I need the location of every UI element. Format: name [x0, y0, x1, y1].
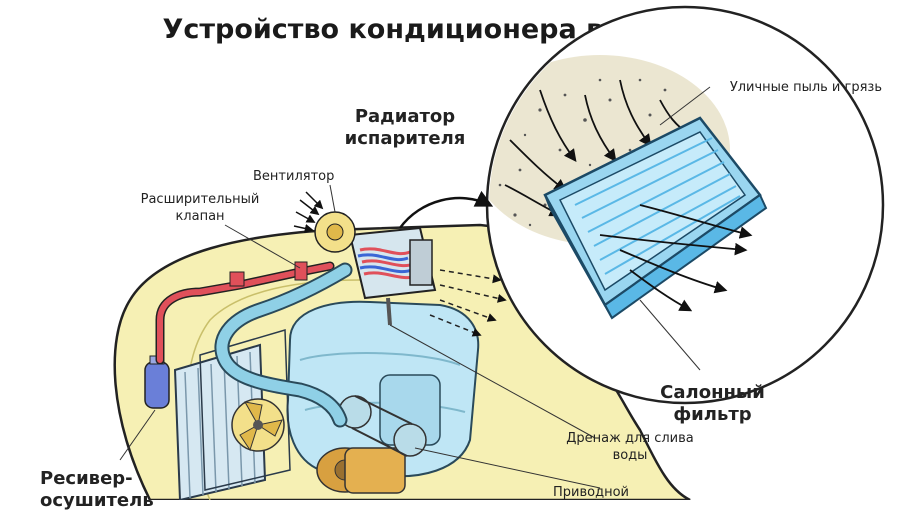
label-fan: Вентилятор [253, 169, 335, 184]
engine-block [286, 300, 480, 478]
expansion-valve [229, 261, 308, 287]
blower-fan [293, 191, 356, 253]
filter-zoom [485, 5, 885, 405]
label-receiver-dryer: Ресивер-осушитель [40, 468, 154, 511]
label-street-dust: Уличные пыль и грязь [729, 80, 882, 95]
leader-expansion-valve [224, 224, 301, 269]
zoom-pointer-arrow [398, 190, 494, 229]
label-drive: Приводной [553, 485, 629, 500]
label-cabin-filter: Салонный фильтр [660, 382, 765, 425]
ac-system-diagram [113, 5, 885, 500]
cooled-air-arrows [429, 269, 507, 337]
label-drain: Дренаж для слива воды [566, 431, 694, 463]
drain-pipe [386, 297, 392, 326]
compressor [316, 447, 406, 494]
receiver-dryer-unit [144, 355, 170, 409]
condenser-fan [231, 398, 285, 452]
leader-drive [414, 447, 601, 489]
drive-belt [338, 395, 427, 457]
leader-cabin-filter [639, 299, 701, 371]
cabin-filter-element [543, 116, 768, 320]
evaporator-unit [348, 226, 437, 300]
leader-street-dust [659, 86, 711, 126]
leader-drain [389, 324, 596, 439]
leader-fan [329, 184, 336, 213]
leader-receiver [119, 409, 156, 461]
label-expansion-valve: Расширительный клапан [140, 192, 260, 224]
label-evaporator: Радиатор испарителя [344, 106, 466, 149]
